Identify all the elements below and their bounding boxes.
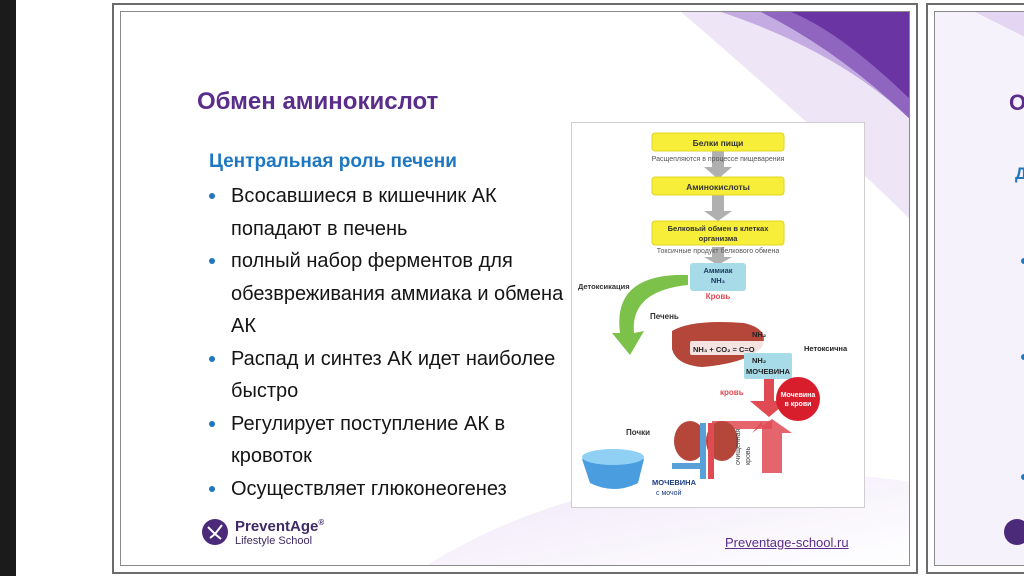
label-blood: кровь xyxy=(720,388,744,397)
bullet-item: Осуществляет глюконеогенез xyxy=(207,473,567,506)
bullet-list: Всосавшиеся в кишечник АК попадают в печ… xyxy=(207,180,567,505)
bullet-item: полный набор ферментов для обезвреживани… xyxy=(207,245,567,343)
label-organism: организма xyxy=(699,234,739,243)
corner-violet-stripe xyxy=(721,12,909,119)
down-arrow-3-icon xyxy=(704,247,732,265)
equation-box xyxy=(690,341,770,355)
ureter-blue xyxy=(700,423,706,479)
vessel-red xyxy=(708,423,714,479)
bullet-dot-icon xyxy=(209,485,215,492)
label-cell-metabolism: Белковый обмен в клетках xyxy=(668,224,770,233)
logo-text: PreventAge® Lifestyle School xyxy=(235,515,324,548)
next-slide-decoration xyxy=(975,12,1024,37)
box-ammonia xyxy=(690,263,746,291)
bullet-dot-icon xyxy=(209,420,215,427)
label-blood-red: Кровь xyxy=(706,292,731,301)
bullet-dot-icon xyxy=(209,193,215,199)
potty-rim-icon xyxy=(582,449,644,465)
label-purified-blood: кровь xyxy=(745,446,752,465)
slide-title: Обмен аминокислот xyxy=(197,88,439,115)
label-with-urine: с мочой xyxy=(656,489,682,497)
slide: Обмен аминокислот Центральная роль печен… xyxy=(120,11,910,566)
logo-subtitle: Lifestyle School xyxy=(235,535,313,547)
bullet-text: Всосавшиеся в кишечник АК попадают в печ… xyxy=(231,185,497,240)
next-slide: О Д xyxy=(934,11,1024,566)
next-logo-icon xyxy=(1004,519,1024,545)
website-link[interactable]: Preventage-school.ru xyxy=(725,535,849,550)
label-nh2-bottom: NH₂ xyxy=(752,356,766,365)
label-nontoxic: Нетоксична xyxy=(804,344,848,353)
bullet-item: Распад и синтез АК идет наиболее быстро xyxy=(207,343,567,408)
red-arrow-stem xyxy=(764,379,774,403)
label-purified: очищенная xyxy=(735,429,742,465)
liver-urea-diagram: Белки пищи Расщепляются в процессе пищев… xyxy=(571,122,865,508)
box-cell-metabolism xyxy=(651,220,785,246)
next-bullet-dot-icon xyxy=(1021,474,1024,480)
label-food-proteins: Белки пищи xyxy=(693,138,744,148)
label-kidneys: Почки xyxy=(626,428,650,437)
label-toxic-caption: Токсичные продукт белкового обмена xyxy=(657,247,780,255)
bullet-dot-icon xyxy=(209,355,215,362)
bullet-text: полный набор ферментов для обезвреживани… xyxy=(231,250,564,337)
next-slide-subtitle: Д xyxy=(1015,164,1024,184)
corner-purple-shape xyxy=(761,12,909,119)
label-equation: NH₃ + CO₂ = C=O xyxy=(693,345,755,354)
left-edge-bar xyxy=(0,0,16,576)
bullet-text: Осуществляет глюконеогенез xyxy=(231,477,507,500)
label-liver: Печень xyxy=(650,312,679,321)
bullet-text: Регулирует поступление АК в кровоток xyxy=(231,412,506,468)
slide-subtitle: Центральная роль печени xyxy=(209,151,457,172)
kidney-left-icon xyxy=(674,421,706,461)
down-arrow-1-icon xyxy=(704,151,732,179)
label-split-caption: Расщепляются в процессе пищеварения xyxy=(652,156,785,163)
blood-drop-icon xyxy=(776,377,820,421)
label-nh2-top: NH₂ xyxy=(752,330,766,339)
box-amino-acids xyxy=(651,176,785,196)
red-arrow-up-icon xyxy=(752,419,792,473)
box-urea xyxy=(744,353,792,379)
logo-name: PreventAge® xyxy=(235,518,325,535)
label-urea-in-blood: Мочевина xyxy=(781,392,816,399)
box-food-proteins xyxy=(651,132,785,152)
slide-frame[interactable]: Обмен аминокислот Центральная роль печен… xyxy=(112,3,918,574)
left-background xyxy=(0,0,104,576)
preventage-logo-icon xyxy=(202,518,228,545)
detox-green-arrow-icon xyxy=(612,274,688,355)
next-slide-title: О xyxy=(1009,90,1024,116)
label-urea: МОЧЕВИНА xyxy=(746,367,791,376)
down-arrow-2-icon xyxy=(704,195,732,221)
logo: PreventAge® Lifestyle School xyxy=(201,515,324,548)
next-bullet-dot-icon xyxy=(1021,258,1024,264)
label-urea-urine: МОЧЕВИНА xyxy=(652,478,697,487)
bullet-item: Регулирует поступление АК в кровоток xyxy=(207,408,567,473)
bullet-item: Всосавшиеся в кишечник АК попадают в печ… xyxy=(207,180,567,245)
bullet-dot-icon xyxy=(209,258,215,264)
label-in-blood: в крови xyxy=(785,401,812,408)
label-ammonia: Аммиак xyxy=(703,266,732,275)
label-detox: Детоксикация xyxy=(578,282,630,291)
blue-arrow-to-potty xyxy=(672,463,700,469)
next-bullet-dot-icon xyxy=(1021,354,1024,360)
registered-mark: ® xyxy=(318,518,325,527)
next-slide-frame[interactable]: О Д xyxy=(926,3,1024,574)
bullet-text: Распад и синтез АК идет наиболее быстро xyxy=(231,347,556,403)
label-nh3: NH₃ xyxy=(711,276,726,285)
label-amino-acids: Аминокислоты xyxy=(686,182,750,192)
